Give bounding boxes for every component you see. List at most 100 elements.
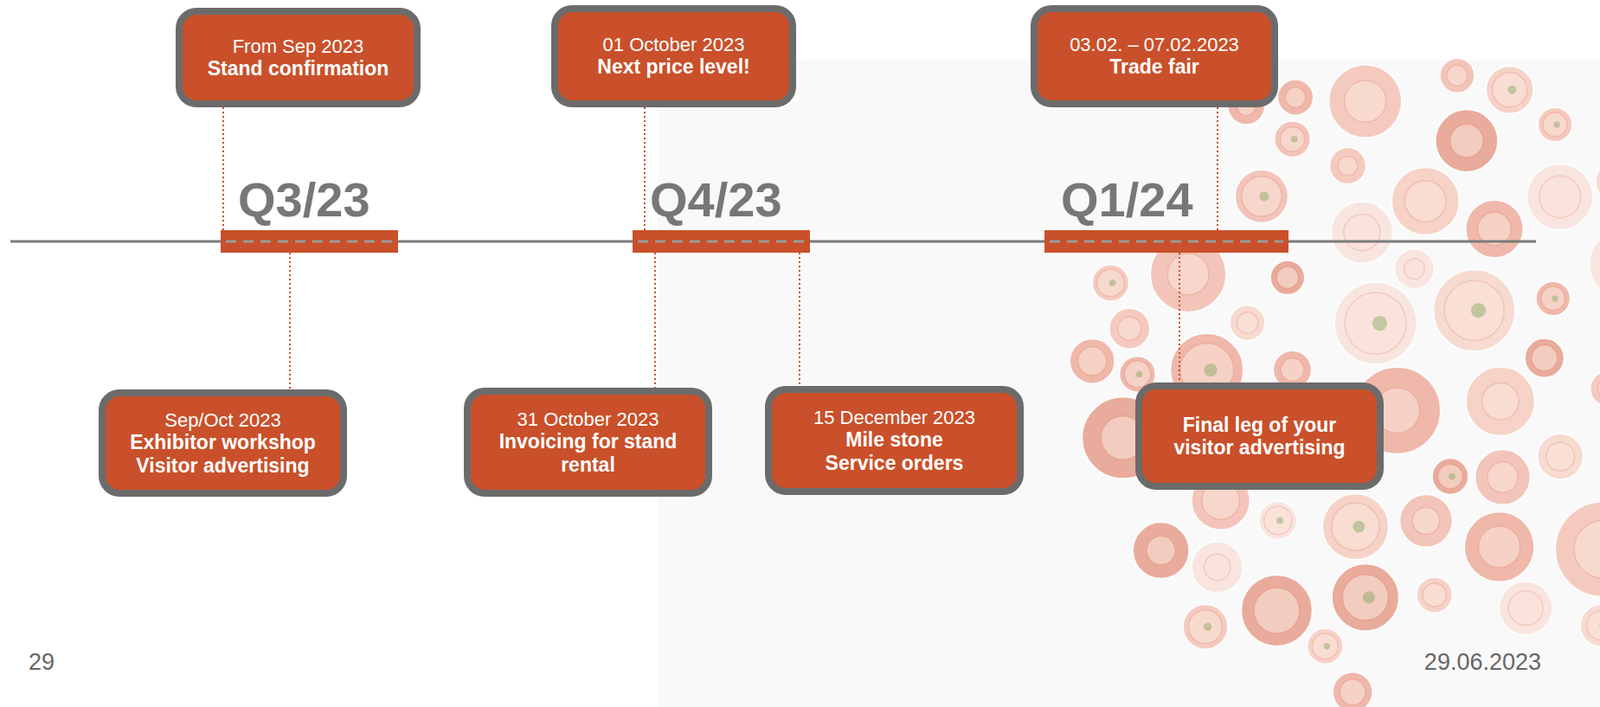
dish-plate — [1259, 501, 1298, 540]
dish-bowl — [1146, 536, 1176, 566]
leader-line — [798, 252, 801, 388]
quarter-bars — [220, 230, 1289, 253]
dish-plate — [1555, 501, 1600, 598]
leader-line — [643, 107, 646, 231]
callout-title: Next price level! — [597, 55, 750, 78]
dish-bowl — [1241, 176, 1282, 217]
dish-icon — [1588, 229, 1600, 300]
page-number: 29 — [28, 650, 55, 675]
timeline-callout: 01 October 2023Next price level! — [551, 5, 797, 108]
dish-plate — [1465, 366, 1536, 437]
background-panel — [657, 60, 1600, 707]
dish-icon — [1485, 65, 1534, 114]
dish-plate — [1270, 260, 1305, 296]
dish-icon — [1439, 57, 1475, 93]
dish-bowl — [1276, 266, 1298, 289]
dish-icon — [1498, 581, 1553, 636]
dish-plate — [1485, 65, 1534, 114]
dish-plate — [1439, 57, 1475, 93]
dish-plate — [1109, 308, 1151, 349]
dish-plate — [1132, 521, 1189, 579]
dish-icon — [1229, 304, 1266, 341]
quarter-dash — [1049, 240, 1284, 244]
dish-bowl — [1118, 316, 1142, 341]
dish-plate — [1588, 229, 1600, 300]
callout-date: From Sep 2023 — [232, 35, 365, 58]
dish-bowl — [1404, 180, 1446, 223]
leader-line — [654, 252, 656, 390]
quarter-label: Q3/23 — [237, 175, 371, 225]
dish-bowl — [1587, 610, 1600, 641]
dish-icon — [1092, 264, 1130, 303]
callout-date: 31 October 2023 — [517, 408, 660, 431]
timeline-callout: 31 October 2023Invoicing for stand renta… — [463, 387, 713, 497]
dish-icon — [1537, 107, 1573, 142]
dish-plate — [1092, 264, 1130, 303]
dish-bowl — [1279, 127, 1305, 152]
dish-bowl — [1492, 72, 1528, 108]
dish-plate — [1416, 577, 1453, 614]
dish-icon — [1416, 577, 1453, 614]
dish-icon — [1464, 511, 1535, 582]
quarter-bar — [1044, 230, 1289, 253]
dish-bowl — [1597, 379, 1600, 399]
timeline-callout: From Sep 2023Stand confirmation — [175, 7, 421, 108]
dish-bowl — [1339, 679, 1365, 705]
callout-date: Sep/Oct 2023 — [164, 409, 282, 431]
dish-bowl — [1312, 633, 1339, 660]
quarter-label: Q1/24 — [1060, 175, 1194, 225]
dish-icon — [1277, 79, 1314, 116]
callout-title: Stand confirmation — [207, 57, 390, 80]
timeline-callout: Final leg of your visitor advertising — [1135, 382, 1384, 490]
dish-plate — [1234, 169, 1289, 224]
dish-plate — [1322, 493, 1389, 560]
dish-icon — [1069, 338, 1115, 384]
dish-icon — [1391, 167, 1459, 235]
dish-plate — [1394, 248, 1434, 289]
dish-plate — [1277, 79, 1314, 116]
dish-icon — [1307, 628, 1344, 665]
dish-plate — [1334, 282, 1417, 365]
food-illustration — [1069, 57, 1600, 707]
dish-garnish — [1291, 135, 1298, 143]
dish-icon — [1182, 604, 1228, 649]
dish-icon — [1322, 493, 1389, 560]
callout-title: Visitor advertising — [135, 454, 309, 477]
dish-garnish — [1203, 623, 1212, 631]
dish-icon — [1109, 308, 1151, 349]
dish-icon — [1589, 371, 1600, 406]
dish-garnish — [1507, 85, 1517, 95]
dish-bowl — [1446, 64, 1468, 86]
dish-plate — [1465, 199, 1524, 258]
quarter-dash — [225, 240, 393, 244]
dish-bowl — [1450, 124, 1484, 158]
dish-bowl — [1574, 520, 1600, 579]
callout-date: 15 December 2023 — [813, 406, 976, 429]
dish-plate — [1432, 269, 1516, 352]
dish-bowl — [1124, 360, 1151, 387]
slide-date: 29.06.2023 — [1424, 650, 1542, 675]
dish-bowl — [1444, 280, 1504, 341]
dish-bowl — [1487, 462, 1518, 493]
dish-bowl — [1542, 112, 1568, 137]
dish-bowl — [1188, 610, 1223, 644]
callout-date: 03.02. – 07.02.2023 — [1069, 33, 1240, 56]
dish-bowl — [1264, 506, 1292, 534]
dish-bowl — [1343, 214, 1381, 251]
dish-bowl — [1438, 463, 1463, 489]
dish-bowl — [1541, 286, 1565, 310]
dish-bowl — [1539, 175, 1581, 218]
dish-plate — [1069, 338, 1115, 384]
dish-plate — [1537, 107, 1573, 142]
leader-line — [1178, 252, 1181, 385]
leader-line — [289, 252, 291, 392]
timeline-callout: 15 December 2023Mile stoneService orders — [764, 385, 1024, 495]
dish-plate — [1330, 201, 1394, 264]
dish-garnish — [1203, 363, 1217, 377]
dish-bowl — [1422, 583, 1446, 607]
dish-icon — [1580, 604, 1600, 648]
dish-bowl — [1253, 587, 1300, 634]
quarter-bar — [632, 230, 810, 253]
dish-icon — [1270, 260, 1305, 296]
dish-plate — [1182, 604, 1228, 649]
